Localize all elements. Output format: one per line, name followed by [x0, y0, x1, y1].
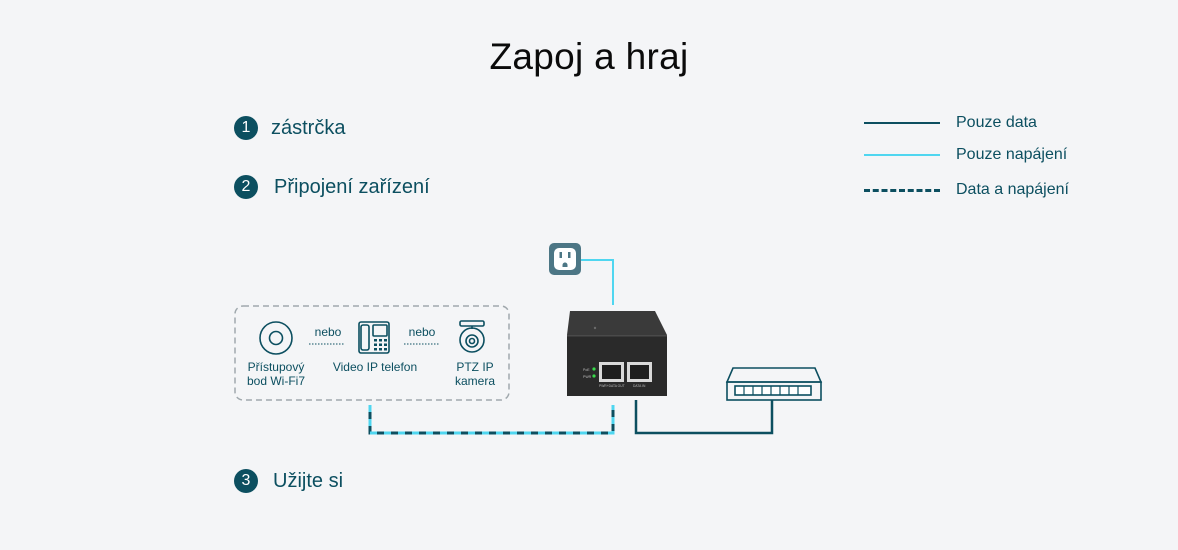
- legend-label: Pouze napájení: [956, 146, 1068, 163]
- legend-swatch-solid-light: [864, 154, 940, 156]
- step-1: 1 zástrčka: [234, 116, 345, 140]
- led-label: PWR: [583, 375, 592, 379]
- ptz-camera-label-line1: PTZ IP: [456, 360, 494, 374]
- network-switch-icon: [725, 367, 823, 401]
- poe-cable-base: [368, 405, 615, 435]
- led-label: PoE: [583, 368, 590, 372]
- page-title: Zapoj a hraj: [489, 36, 689, 77]
- power-cable: [581, 259, 614, 305]
- ptz-camera-label: PTZ IP kamera: [447, 360, 503, 388]
- access-point-label: Přístupový bod Wi-Fi7: [243, 360, 309, 388]
- ptz-camera-icon: [459, 320, 485, 353]
- poe-injector-device: PoE PWR PWR+DATA OUT DATA IN: [567, 311, 667, 396]
- legend-label: Pouze data: [956, 114, 1037, 131]
- or-label: nebo: [314, 325, 342, 339]
- legend-data-and-power: Data a napájení: [864, 181, 1069, 199]
- port-label: DATA IN: [633, 384, 646, 388]
- legend-swatch-dashed: [864, 188, 940, 192]
- led-indicator-icon: [592, 367, 596, 371]
- or-label: nebo: [408, 325, 436, 339]
- video-phone-label: Video IP telefon: [332, 360, 418, 374]
- step-3: 3 Užijte si: [234, 469, 343, 493]
- step-label: Užijte si: [273, 469, 344, 492]
- access-point-label-line2: bod Wi-Fi7: [246, 374, 305, 388]
- legend-data-only: Pouze data: [864, 114, 1037, 132]
- poe-cable-dashes: [368, 405, 615, 435]
- access-point-label-line1: Přístupový: [247, 360, 305, 374]
- step-number: 3: [234, 469, 258, 493]
- legend-power-only: Pouze napájení: [864, 146, 1067, 164]
- step-label: Připojení zařízení: [274, 175, 430, 198]
- ptz-camera-label-line2: kamera: [454, 374, 495, 388]
- port-label: PWR+DATA OUT: [599, 384, 625, 388]
- devices-group-frame: [234, 305, 510, 401]
- legend-label: Data a napájení: [956, 181, 1069, 198]
- step-number: 1: [234, 116, 258, 140]
- wifi-access-point-icon: [259, 321, 293, 355]
- power-outlet-icon: [549, 243, 581, 275]
- video-phone-icon: [358, 321, 390, 354]
- data-cable: [634, 400, 774, 435]
- step-label: zástrčka: [271, 116, 346, 139]
- led-indicator-icon: [592, 374, 596, 378]
- step-number: 2: [234, 175, 258, 199]
- legend-swatch-solid-dark: [864, 122, 940, 124]
- step-2: 2 Připojení zařízení: [234, 175, 430, 199]
